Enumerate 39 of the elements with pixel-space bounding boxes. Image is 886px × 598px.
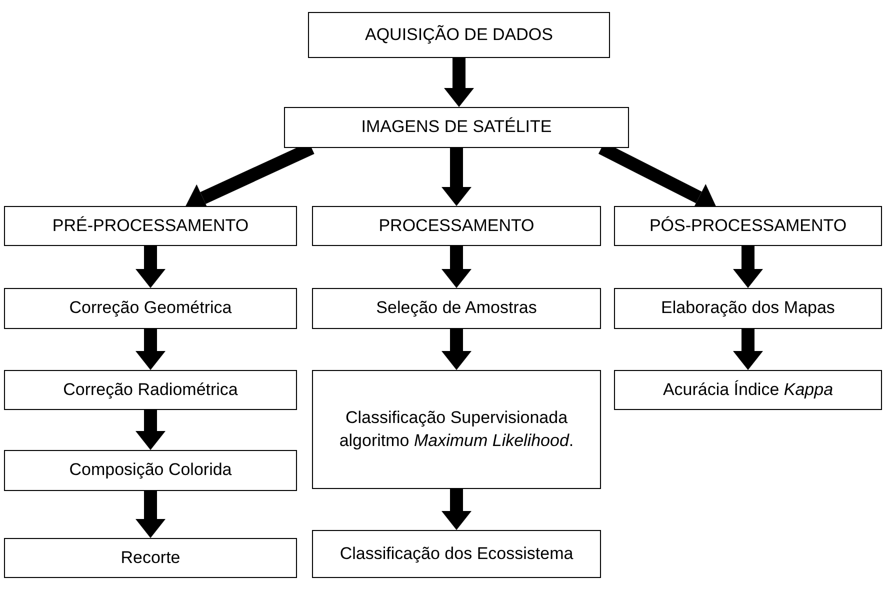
process-box (4, 370, 297, 410)
box-label: IMAGENS DE SATÉLITE (361, 116, 552, 138)
process-box (614, 370, 882, 410)
arrow (442, 148, 472, 206)
box-label: PROCESSAMENTO (378, 214, 534, 237)
process-box (312, 288, 601, 329)
process-box (614, 288, 882, 329)
process-box (614, 206, 882, 246)
box-label: Seleção de Amostras (376, 297, 537, 320)
arrow (444, 58, 474, 107)
arrow (442, 246, 472, 288)
arrow (136, 246, 166, 288)
process-box (284, 107, 629, 148)
box-label: Classificação Supervisionada algoritmo Maximum Likelihood. (338, 407, 575, 452)
box-label: Classificação dos Ecossistema (340, 542, 574, 565)
box-label: Recorte (120, 546, 180, 569)
arrow (442, 329, 472, 370)
process-box (312, 370, 601, 489)
process-box (4, 450, 297, 491)
arrow (442, 489, 472, 530)
box-label: Correção Radiométrica (63, 378, 238, 401)
process-box (4, 206, 297, 246)
process-box (312, 530, 601, 578)
box-label: AQUISIÇÃO DE DADOS (365, 24, 553, 46)
process-box (4, 288, 297, 329)
arrow (136, 329, 166, 370)
box-label: Acurácia Índice Kappa (662, 378, 834, 401)
box-label: Composição Colorida (69, 459, 232, 482)
process-box (308, 12, 610, 58)
arrow (733, 329, 763, 370)
box-label: PRÉ-PROCESSAMENTO (52, 214, 249, 237)
box-label: PÓS-PROCESSAMENTO (649, 214, 847, 237)
box-label: Elaboração dos Mapas (661, 297, 835, 320)
arrow (136, 410, 166, 450)
process-box (4, 538, 297, 578)
arrow (733, 246, 763, 288)
process-box (312, 206, 601, 246)
box-label: Correção Geométrica (69, 297, 232, 320)
arrow (136, 491, 166, 538)
